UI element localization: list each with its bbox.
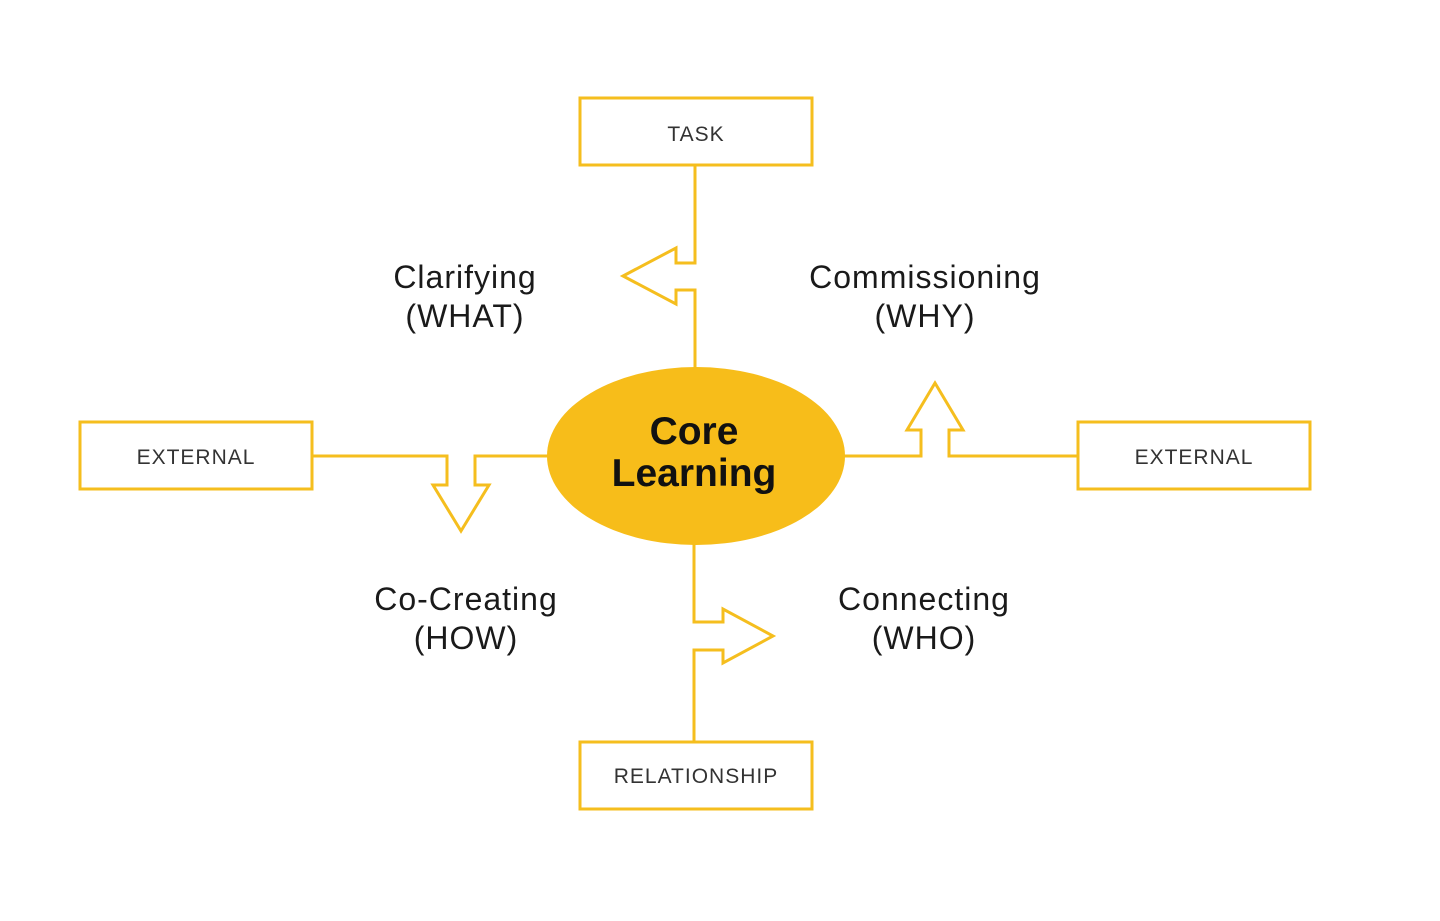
- external-right-box: [1076, 420, 1312, 491]
- why-label: (WHY): [875, 298, 976, 334]
- right-branch: EXTERNAL: [844, 380, 1312, 491]
- quadrant-bottom-left: Co-Creating (HOW): [374, 581, 558, 656]
- external-right-box-label: EXTERNAL: [1135, 446, 1254, 469]
- connecting-label: Connecting: [838, 581, 1010, 617]
- co-creating-label: Co-Creating: [374, 581, 558, 617]
- clarifying-label: Clarifying: [393, 259, 536, 295]
- who-label: (WHO): [872, 620, 977, 656]
- relationship-box-label: RELATIONSHIP: [614, 765, 778, 788]
- quadrant-bottom-right: Connecting (WHO): [838, 581, 1010, 656]
- core-ellipse: [547, 367, 845, 545]
- external-left-box-label: EXTERNAL: [137, 446, 256, 469]
- top-branch: TASK: [578, 96, 814, 370]
- task-box-label: TASK: [667, 123, 724, 146]
- commissioning-label: Commissioning: [809, 259, 1041, 295]
- core-label-line2: Learning: [612, 452, 777, 495]
- up-arrow-icon: [844, 380, 1078, 458]
- how-label: (HOW): [414, 620, 519, 656]
- down-arrow-icon: [312, 454, 548, 534]
- relationship-box: [578, 740, 814, 811]
- left-branch: EXTERNAL: [78, 420, 548, 534]
- left-arrow-icon: [619, 165, 697, 370]
- right-arrow-icon: [692, 543, 777, 742]
- external-left-box: [78, 420, 314, 491]
- task-box: [578, 96, 814, 167]
- core-label-line1: Core: [650, 410, 739, 453]
- what-label: (WHAT): [405, 298, 524, 334]
- core-node: Core Learning: [547, 367, 845, 545]
- bottom-branch: RELATIONSHIP: [578, 543, 814, 811]
- quadrant-top-right: Commissioning (WHY): [809, 259, 1041, 334]
- quadrant-top-left: Clarifying (WHAT): [393, 259, 536, 334]
